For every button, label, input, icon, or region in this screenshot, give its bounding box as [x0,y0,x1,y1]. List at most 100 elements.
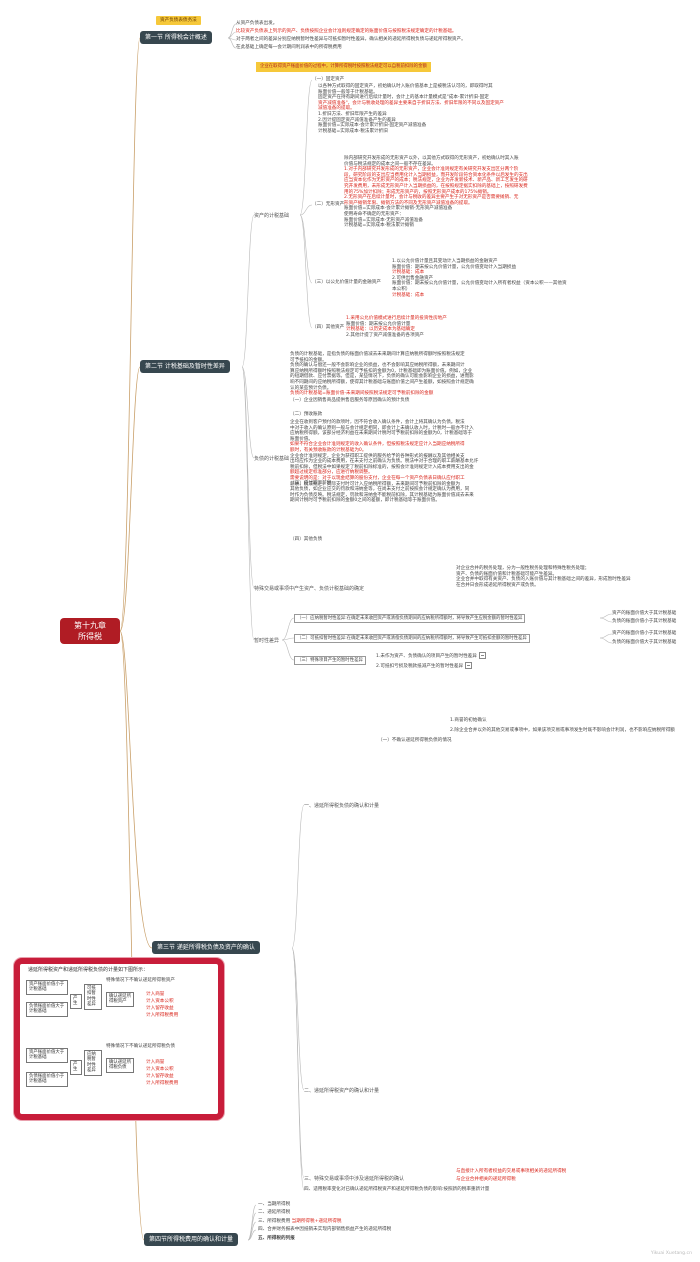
special-temp-diff[interactable]: （三）特殊项目产生的暂时性差异 [294,656,366,666]
liab-sub-lines-line: 期间计税时可予税前扣除的金额0之间的差额，即计税基础等于账面价值。 [290,498,440,504]
liability-sub-1[interactable]: （一）企业因销售商品提供售后服务等原因确认的预计负债 [290,398,410,403]
intangible-lines-line: 使用寿命不确定的无形资产： [344,211,404,217]
intangible-lines-line: 究开发费用，未形成无形资产计入当期损益的，在按照规定据实扣除的基础上，按照研发费 [344,183,528,189]
liability-sub-2[interactable]: （二）预收账款 [290,412,323,417]
td2-right-2: 负债的账面价值大于其计税基础 [612,640,677,645]
fixed-lines-line: 以各种方式取得的固定资产，初始确认时入账价值基本上是被税法认可的，即取得时其 [318,84,493,89]
s4-item-5[interactable]: 五、所得税的列报 [258,1236,295,1241]
liability-sub-3[interactable]: （三）应付职工薪酬 [290,481,332,486]
inset-red-top-2: 计入资本公积 [146,999,174,1004]
other-lines-line: 2.其他计提了资产减值准备的各项资产 [346,332,424,338]
root-title-line2: 所得税 [78,632,102,641]
fair-lines-line: 1.以公允价值计量且其变动计入当期损益的金融资产 [392,259,498,264]
inset-top-label: 特殊情况下不确认递延所得税资产 [106,978,175,983]
s4-item-4[interactable]: 四、合并财务报表中因抵销未实现内部销售损益产生的递延所得税 [258,1227,392,1232]
liability-basis-node[interactable]: 负债的计税基础 [254,455,290,462]
intangible-lines-line: 计税基础=实际成本-税法累计摊销 [344,223,414,229]
liab-sub-lines-line: 如果不符合企业会计准则规定的收入确认条件，但按照税法规定应计入当期应纳税所得 [290,442,465,448]
note-icon[interactable] [478,652,486,659]
liab-sub-lines-line: 需要说明的是：对于以现金结算的股份支付，企业在每一个资产负债表日确认应付职工 [290,475,465,481]
other-lines-line: 1.采用公允价值模式进行后续计量的投资性房地产 [346,316,447,321]
inset-red-top-1: 计入商誉 [146,992,165,997]
liab-sub-lines-line: 额时，有关预收账款的计税基础为0。 [290,447,367,453]
asset-basis-node[interactable]: 资产的计税基础 [254,212,290,219]
fair-lines-line: 账面价值：期末按公允价值计量，公允价值变动计入所有者权益（资本公积——其他资 [392,281,567,287]
fair-lines-line: 计税基础：成本 [392,292,425,298]
fixed-asset-node[interactable]: （一）固定资产 [312,77,345,82]
special-dt-node[interactable]: 三、特殊交易或事项中涉及递延所得税的确认 [304,1175,405,1182]
s4-item-1[interactable]: 一、当期所得税 [258,1202,291,1207]
liab-sub-lines-line: 时作为负债反映。税法规定，罚款和滞纳金不能税前扣除，其计税基础为账面价值减去未来 [290,492,474,498]
liab-sub-lines-line: 应纳税所得额，该部分经济利益在未来期间计税时可予税前扣除的金额为0，计税基础等于 [290,431,473,437]
td1-right-1: 资产的账面价值大于其计税基础 [612,611,677,616]
special-temp-diff-b: 2.可抵扣亏损及税款抵减产生的暂时性差异 [376,662,473,670]
intangible-text: 除内部研究开发形成的无形资产以外，以其他方式取得的无形资产，初始确认时其入账价值… [344,156,528,229]
intangible-lines-line: 账面价值=实际成本-会计累计摊销-无形资产减值准备 [344,206,453,212]
intangible-lines-line: 账面价值=实际成本-无形资产减值准备 [344,217,424,223]
inset-left-box-2: 负债账面价值大于计税基础 [26,1002,68,1017]
intangible-lines-line: 形资产摊销年限、摊销方法的不同及无形资产减值准备的提取。 [344,200,473,206]
intangible-node[interactable]: （二）无形资产 [312,202,345,207]
inset-arrow-produce-bottom: 产生 [70,1060,82,1075]
section-1-node[interactable]: 第一节 所得税会计概述 [140,31,212,44]
section-2-node[interactable]: 第二节 计税基础及暂时性差异 [140,360,230,373]
intangible-lines-line: 2.无形资产在后续计量时，会计与税收的差异主要产生于对无形资产是否需要摊销、无 [344,195,519,201]
special-temp-diff-a: 1.未作为资产、负债确认的项目产生的暂时性差异 [376,652,486,660]
note-icon[interactable] [465,662,473,669]
liab-sub-lines-line: 薪酬，税法规定，实际支付时可计入应纳税所得额，未来期间可予税前扣除的金额为 [290,481,460,487]
liab-sub-lines-line: 中对于收入的确认原则一般与会计规定相同，即会计上未确认收入时，计税时一般亦不计入 [290,425,474,431]
taxable-temp-diff[interactable]: （一）应纳税暂时性差异:在确定未来收回资产或清偿负债期间的应纳税所得额时，将导致… [294,614,526,624]
special-lines-line: 资产、负债的账面价值和计税基础可能产生差异。 [456,571,558,577]
fair-value-text: 1.以公允价值计量且其变动计入当期损益的金融资产账面价值：期末按公允价值计量，公… [392,259,567,298]
temp-diff-node[interactable]: 暂时性差异 [254,637,280,644]
inset-red-bottom-3: 计入留存收益 [146,1074,174,1079]
liab-lines-line: 认的某些预计负债。 [290,385,332,391]
liab-sub-lines-line: 额超过规定标准部分，应进行纳税调整。 [290,470,373,476]
liab-sub-lines-line: 账面价值。 [290,436,313,442]
intangible-lines-line: 1.对于内部研究开发形成的无形资产，企业会计准则规定有关研究开发支出区分两个阶 [344,167,519,173]
intangible-lines-line: 价值与税法规定的成本之间一般不存在差异。 [344,161,436,167]
liab-lines-line: 算应纳税所得额时按照税法规定可予抵扣的金额为0，计税基础即为账面价值。例如，企业 [290,368,473,374]
root-title-line1: 第十九章 [74,621,106,630]
inset-dtl-box: 确认递延所得税负债 [106,1058,134,1073]
dtl-item-1: 1.商誉的初始确认 [450,718,487,723]
inset-bottom-label: 特殊情况下不确认递延所得税负债 [106,1044,175,1049]
fixed-lines-line: 计税基础=实际成本-税法累计折旧 [318,128,388,134]
liab-lines-line: 可予抵扣的金额。 [290,357,327,363]
fair-value-node[interactable]: （三）以公允价值计量的金融资产 [312,280,381,285]
other-asset-node[interactable]: （四）其他资产 [312,325,345,330]
fixed-lines-line: 减值准备的提取。 [318,106,355,112]
other-asset-text: 1.采用公允价值模式进行后续计量的投资性房地产账面价值：期末按公允价值计量计税基… [346,316,447,338]
inset-dta-box: 确认递延所得税资产 [106,992,134,1007]
liability-sub-text: 企业在收到客户预付的款项时，因不符合收入确认条件，会计上将其确认为负债。税法中对… [290,420,478,504]
intangible-lines-line: 除内部研究开发形成的无形资产以外，以其他方式取得的无形资产，初始确认时其入账 [344,156,519,161]
inset-red-bottom-1: 计入商誉 [146,1060,165,1065]
liab-sub-lines-line: 企业会计准则规定，企业为获得职工提供的服务给予的各种形式的报酬以及其他相关支 [290,453,465,459]
rate-change-node[interactable]: 四、适用税率变化对已确认递延所得税资产和递延所得税负债的影响:按照新的税率重新计… [304,1187,490,1192]
liab-lines-line: 负债的计税基础=账面价值-未来期间按照税法规定可予税前扣除的金额 [290,391,434,397]
liab-sub-lines-line: 出均应作为企业的成本费用，在未支付之前确认为负债。税法中对于合理的职工薪酬基本允… [290,459,479,465]
liab-sub-lines-line: 企业在收到客户预付的款项时，因不符合收入确认条件，会计上将其确认为负债。税法 [290,420,465,425]
special-dt-item-1: 与直接计入所有者权益的交易或事项相关的递延所得税 [456,1169,567,1174]
special-lines-line: 企业合并中取得有关资产、负债的入账价值与其计税基础之间的差异，形成暂时性差异 [456,577,631,583]
fixed-lines-line: 账面价值一般等于计税基础。 [318,89,378,95]
inset-title: 递延所得税资产和递延所得税负债的计量如下图所示： [28,967,149,973]
liab-lines-line: 负债的计税基础，是指负债的账面价值减去未来期间计算应纳税所得额时按照税法规定 [290,352,465,357]
root-node[interactable]: 第十九章 所得税 [60,618,120,644]
liability-sub-4[interactable]: （四）其他负债 [290,537,323,542]
dta-node[interactable]: 二、递延所得税资产的确认和计量 [304,1087,380,1094]
s4-item-3[interactable]: 三、所得税费用 当期所得税+递延所得税 [258,1219,342,1224]
deductible-temp-diff[interactable]: （二）可抵扣暂时性差异:在确定未来收回资产或清偿负债期间的应纳税所得额时，将导致… [294,634,530,644]
liab-lines-line: 负债的确认与偿还一般不会影响企业的损益，也不会影响其应纳税所得额，未来期间计 [290,363,465,369]
s4-expense-note: 当期所得税+递延所得税 [291,1219,342,1224]
dtl-head[interactable]: （一）不确认递延所得税负债的情况 [378,738,452,743]
section-3-node[interactable]: 第三节 递延所得税负债及资产的确认 [152,941,260,954]
s4-item-2[interactable]: 二、递延所得税 [258,1210,291,1215]
fair-lines-line: 2.可供出售金融资产 [392,275,434,281]
special-basis-node[interactable]: 特殊交易或事项中产生资产、负债计税基础的确定 [254,585,365,592]
dtl-node[interactable]: 一、递延所得税负债的确认和计量 [304,802,380,809]
watermark: Yikuai Xuetang.cn [650,1251,692,1256]
section-4-node[interactable]: 第四节所得税费用的确认和计量 [144,1233,239,1246]
s1-line-1: 从资产负债表出发。 [236,21,278,26]
